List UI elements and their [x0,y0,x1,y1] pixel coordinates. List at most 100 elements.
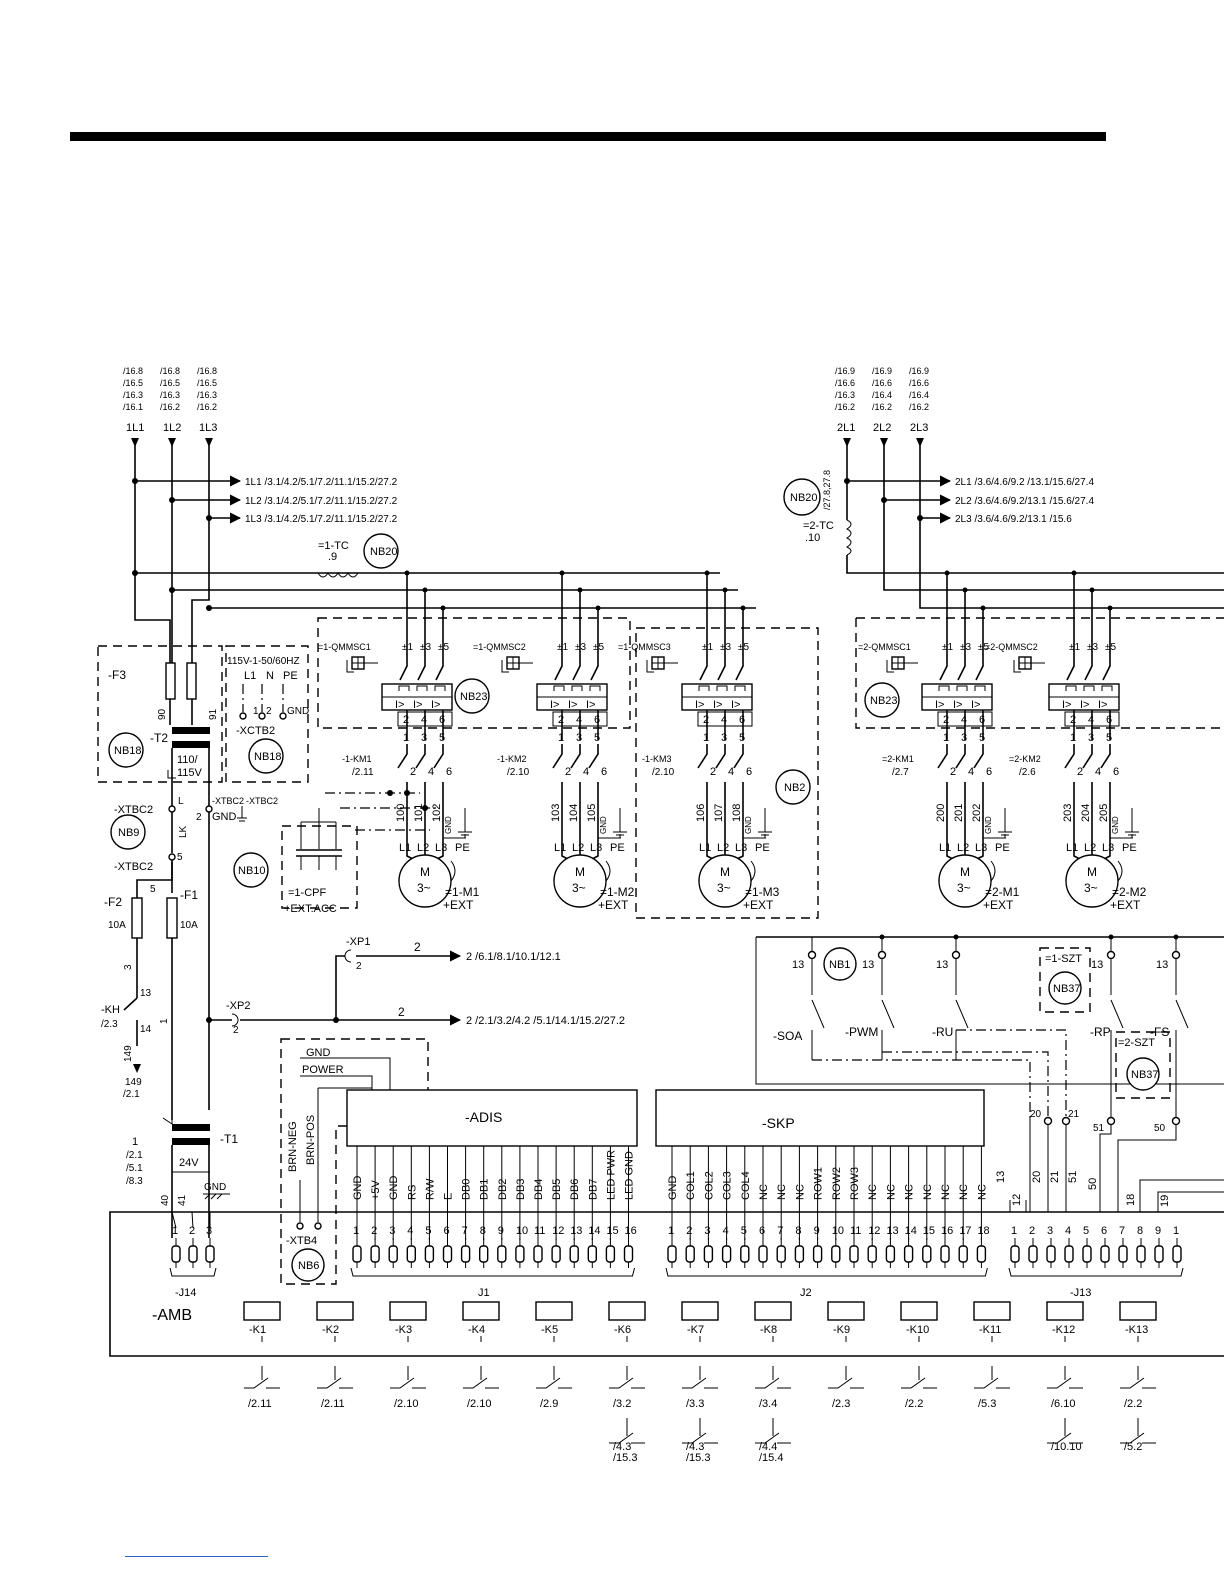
supply-ref: /16.5 [123,378,143,388]
skp-pin-label: NC [958,1184,970,1200]
overload-mark: I> [935,699,944,711]
nb23-badge [864,682,900,718]
motor-terminal: L2 [957,842,969,854]
nb6-badge-label: NB6 [298,1260,319,1272]
j2-pin-number: 18 [977,1225,989,1237]
relay-contact-ref-secondary: /5.2 [1124,1441,1142,1453]
nb9-badge-label: NB9 [118,827,139,839]
w40: 40 [160,1194,171,1206]
supply-ref: /16.9 [835,366,855,376]
switch-name: -PWM [845,1025,878,1039]
supply-ref: /16.2 [872,402,892,412]
j2-pin-number: 2 [686,1225,692,1237]
nb9-badge [110,814,146,850]
control-transformer-group: -F3 90 91 -T2 110/ 115V NB18 115V-1-50/6… [97,645,309,1238]
breaker-term-bot: 5 [439,732,445,744]
adis-pin-label: DB7 [587,1179,599,1200]
breaker-term-mid: 2 [403,714,409,726]
relay-contact-ref: /3.2 [613,1398,631,1410]
contactor-ref: /2.10 [507,767,530,778]
motor-terminal: L3 [975,842,987,854]
j2-pin-number: 10 [832,1225,844,1237]
motor-symbol-m: M [575,865,585,879]
w5: 5 [150,884,156,895]
breaker-term-bot: 5 [594,732,600,744]
motor-terminal: L1 [699,842,711,854]
breaker-term-bot: 1 [1070,732,1076,744]
motor-symbol-m: M [960,865,970,879]
breaker-term-bot: 1 [403,732,409,744]
nb18-badge-label: NB18 [114,745,142,757]
supply-box-pe: PE [283,670,298,682]
j2-pin-number: 14 [905,1225,917,1237]
breaker-term-mid: 6 [1106,714,1112,726]
nb37-badge [1126,1057,1160,1091]
supply-ref: /16.9 [909,366,929,376]
contactor-term: 6 [446,766,452,778]
motor-terminal: L3 [435,842,447,854]
supply-label-1l3: 1L3 [199,422,217,434]
supply-box-n2: 2 [266,706,272,717]
skp-pin-label: ROW3 [849,1167,861,1200]
adis-pin-label: DB2 [497,1179,509,1200]
supply-ref: /16.2 [160,402,180,412]
motor-wire-number: 104 [568,804,580,822]
j13-wire-label: 18 [1125,1194,1137,1206]
brn-pos: BRN-POS [305,1115,317,1165]
motor-wire-number: 106 [695,804,707,822]
contactor-name: -1-KM1 [342,754,372,764]
motor-symbol-m: M [420,865,430,879]
j14-name: -J14 [175,1287,196,1299]
motor-symbol-m: M [720,865,730,879]
supply-ref: /16.2 [835,402,855,412]
t1-ref-1: 1 [132,1136,138,1148]
motor-terminal: PE [455,842,470,854]
display-power: POWER [302,1064,344,1076]
contactor-term: 4 [428,766,434,778]
j13-wire-label: 21 [1049,1171,1061,1183]
motor-wire-number: 204 [1080,804,1092,822]
motor-terminal: L2 [717,842,729,854]
relay-contact-ref: /6.10 [1051,1398,1075,1410]
pe-gnd-label: GND [444,816,453,834]
bus-label-2l3: 2L3 /3.6/4.6/9.2/13.1 /15.6 [955,514,1072,525]
motor-wire-number: 203 [1062,804,1074,822]
adis-pin-label: DB4 [533,1179,545,1200]
contactor-term: 6 [601,766,607,778]
supply-box-n1: 1 [253,706,259,717]
j1-pin-number: 10 [516,1225,528,1237]
breaker-term-mid: 4 [721,714,727,726]
breaker-term-mid: 6 [979,714,985,726]
motor-wire-number: 200 [935,804,947,822]
cpf-loc: +EXT.ACC [284,903,337,915]
relay-contact-ref-secondary: /4.3 [613,1441,631,1453]
supply-label-1l2: 1L2 [163,422,181,434]
skp-pin-label: NC [794,1184,806,1200]
motor-symbol-phase: 3~ [717,881,731,895]
motor-name: =1-M3 [745,885,780,899]
kh-ref: /2.3 [101,1019,118,1030]
f3-label: -F3 [108,668,126,682]
j13-pin-number: 1 [1011,1225,1017,1237]
supply-box-gnd: GND [287,706,309,717]
breaker-term-mid: 4 [961,714,967,726]
contactor-name: -1-KM3 [642,754,672,764]
w3: 3 [123,964,134,970]
relay-coil [754,1301,792,1321]
xtbc-t2: 2 [196,812,202,823]
supply-ref: /16.5 [197,378,217,388]
breaker-term-mid: 4 [1088,714,1094,726]
contactor-term: 2 [565,766,571,778]
nb23-badge [454,678,490,714]
nb20-badge-label: NB20 [790,492,818,504]
contactor-name: =2-KM2 [1009,754,1041,764]
right-supply-group: /16.9 /16.6 /16.3 /16.2 /16.9 /16.6 /16.… [783,366,1224,609]
contactor-term: 6 [1113,766,1119,778]
t2-ratio-bot: 115V [177,767,203,779]
t1-ref-2: /2.1 [126,1150,143,1161]
relay-coil [316,1301,354,1321]
contactor-term: 2 [410,766,416,778]
